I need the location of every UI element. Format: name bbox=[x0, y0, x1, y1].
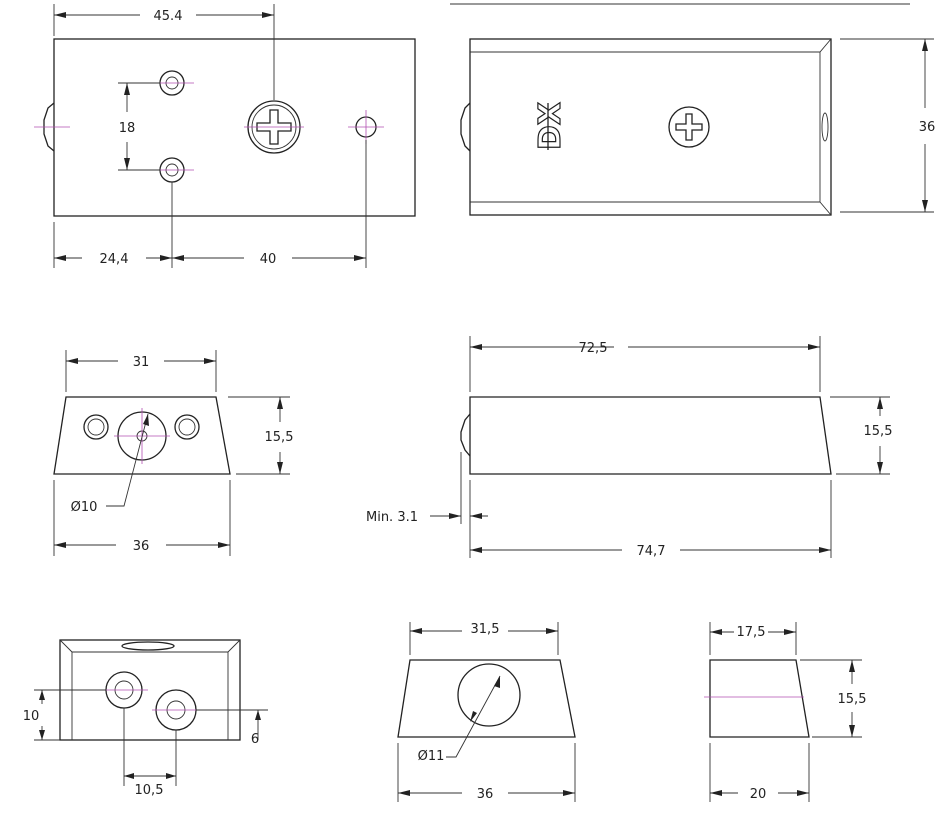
arrow bbox=[819, 547, 831, 553]
arrow bbox=[54, 542, 66, 548]
arrow bbox=[563, 790, 575, 796]
arrow bbox=[784, 629, 796, 635]
dim-label: 10,5 bbox=[135, 783, 164, 798]
arrow bbox=[39, 730, 45, 740]
arrow bbox=[494, 676, 500, 688]
dim-label: 20 bbox=[750, 787, 767, 802]
dim-label: 15,5 bbox=[838, 692, 867, 707]
hole-inner bbox=[178, 418, 196, 436]
view-side: 72,5 15,5 Min. 3.1 74,7 bbox=[366, 336, 892, 559]
dim-label: 40 bbox=[260, 252, 277, 267]
dim-label: 17,5 bbox=[737, 625, 766, 640]
chamfer-lines bbox=[59, 639, 241, 740]
view-magnet-front: 31,5 Ø11 36 bbox=[397, 622, 576, 802]
arrow bbox=[54, 12, 66, 18]
arrow bbox=[797, 790, 809, 796]
dim-label: 36 bbox=[919, 120, 936, 135]
dim-label: 45.4 bbox=[154, 9, 183, 24]
dim-label: 36 bbox=[133, 539, 150, 554]
arrow bbox=[277, 397, 283, 409]
top-slot bbox=[121, 641, 175, 651]
trapezoid-outline bbox=[53, 396, 231, 475]
arrow bbox=[39, 690, 45, 700]
arrow bbox=[160, 255, 172, 261]
arrow bbox=[877, 462, 883, 474]
dim-label: 10 bbox=[23, 709, 40, 724]
arrow bbox=[470, 711, 477, 722]
arrow bbox=[143, 414, 149, 426]
arrow bbox=[922, 39, 928, 51]
arrow bbox=[470, 344, 482, 350]
dim-label: 36 bbox=[477, 787, 494, 802]
view-end-holes: 10 6 10,5 bbox=[23, 639, 268, 798]
arrow bbox=[808, 344, 820, 350]
arrow bbox=[849, 725, 855, 737]
arrow bbox=[124, 83, 130, 95]
chamfer-lines bbox=[470, 38, 832, 216]
view-magnet-side: 17,5 15,5 20 bbox=[704, 622, 866, 802]
arrow bbox=[410, 628, 422, 634]
trapezoid-outline bbox=[397, 659, 576, 738]
arrow bbox=[218, 542, 230, 548]
end-ellipse bbox=[821, 112, 829, 142]
arrow bbox=[172, 255, 184, 261]
body-outline bbox=[53, 38, 416, 217]
arrow bbox=[166, 773, 176, 779]
knob bbox=[460, 413, 471, 457]
dim-label: Ø10 bbox=[71, 500, 98, 515]
view-top-logo: DX 36 bbox=[460, 38, 936, 216]
arrow bbox=[354, 255, 366, 261]
side-outline bbox=[469, 396, 832, 475]
arrow bbox=[204, 358, 216, 364]
arrow bbox=[124, 773, 134, 779]
arrow bbox=[877, 397, 883, 409]
arrow bbox=[398, 790, 410, 796]
hole bbox=[174, 414, 200, 440]
dim-label: 24,4 bbox=[100, 252, 129, 267]
arrow bbox=[255, 710, 261, 720]
arrow bbox=[470, 547, 482, 553]
phillips-screw-icon bbox=[668, 106, 710, 148]
dx-logo: DX bbox=[533, 102, 568, 150]
dim-label: Min. 3.1 bbox=[366, 510, 418, 525]
view-top-holes: 45.4 18 24,4 40 bbox=[34, 3, 910, 268]
arrow bbox=[262, 12, 274, 18]
dim-label: 15,5 bbox=[265, 430, 294, 445]
arrow bbox=[54, 255, 66, 261]
magnet-hole bbox=[457, 663, 521, 727]
arrow bbox=[710, 790, 722, 796]
dim-label: 18 bbox=[119, 121, 136, 136]
dim-label: 31 bbox=[133, 355, 150, 370]
dim-label: 6 bbox=[251, 732, 259, 747]
side-outline bbox=[709, 659, 810, 738]
dim-label: Ø11 bbox=[418, 749, 445, 764]
dim-label: 15,5 bbox=[864, 424, 893, 439]
arrow bbox=[849, 660, 855, 672]
arrow bbox=[470, 513, 482, 519]
arrow bbox=[277, 462, 283, 474]
body-outline bbox=[469, 38, 832, 216]
leader-line bbox=[446, 675, 501, 758]
dim-label: 72,5 bbox=[579, 341, 608, 356]
view-front: 31 15,5 Ø10 36 bbox=[53, 350, 294, 556]
arrow bbox=[710, 629, 722, 635]
hole bbox=[83, 414, 109, 440]
hole-inner bbox=[87, 418, 105, 436]
arrow bbox=[449, 513, 461, 519]
arrow bbox=[922, 200, 928, 212]
arrow bbox=[124, 158, 130, 170]
arrow bbox=[546, 628, 558, 634]
dim-label: 31,5 bbox=[471, 622, 500, 637]
leader-line bbox=[106, 413, 149, 507]
arrow bbox=[66, 358, 78, 364]
dim-label: 74,7 bbox=[637, 544, 666, 559]
knob bbox=[460, 102, 471, 152]
